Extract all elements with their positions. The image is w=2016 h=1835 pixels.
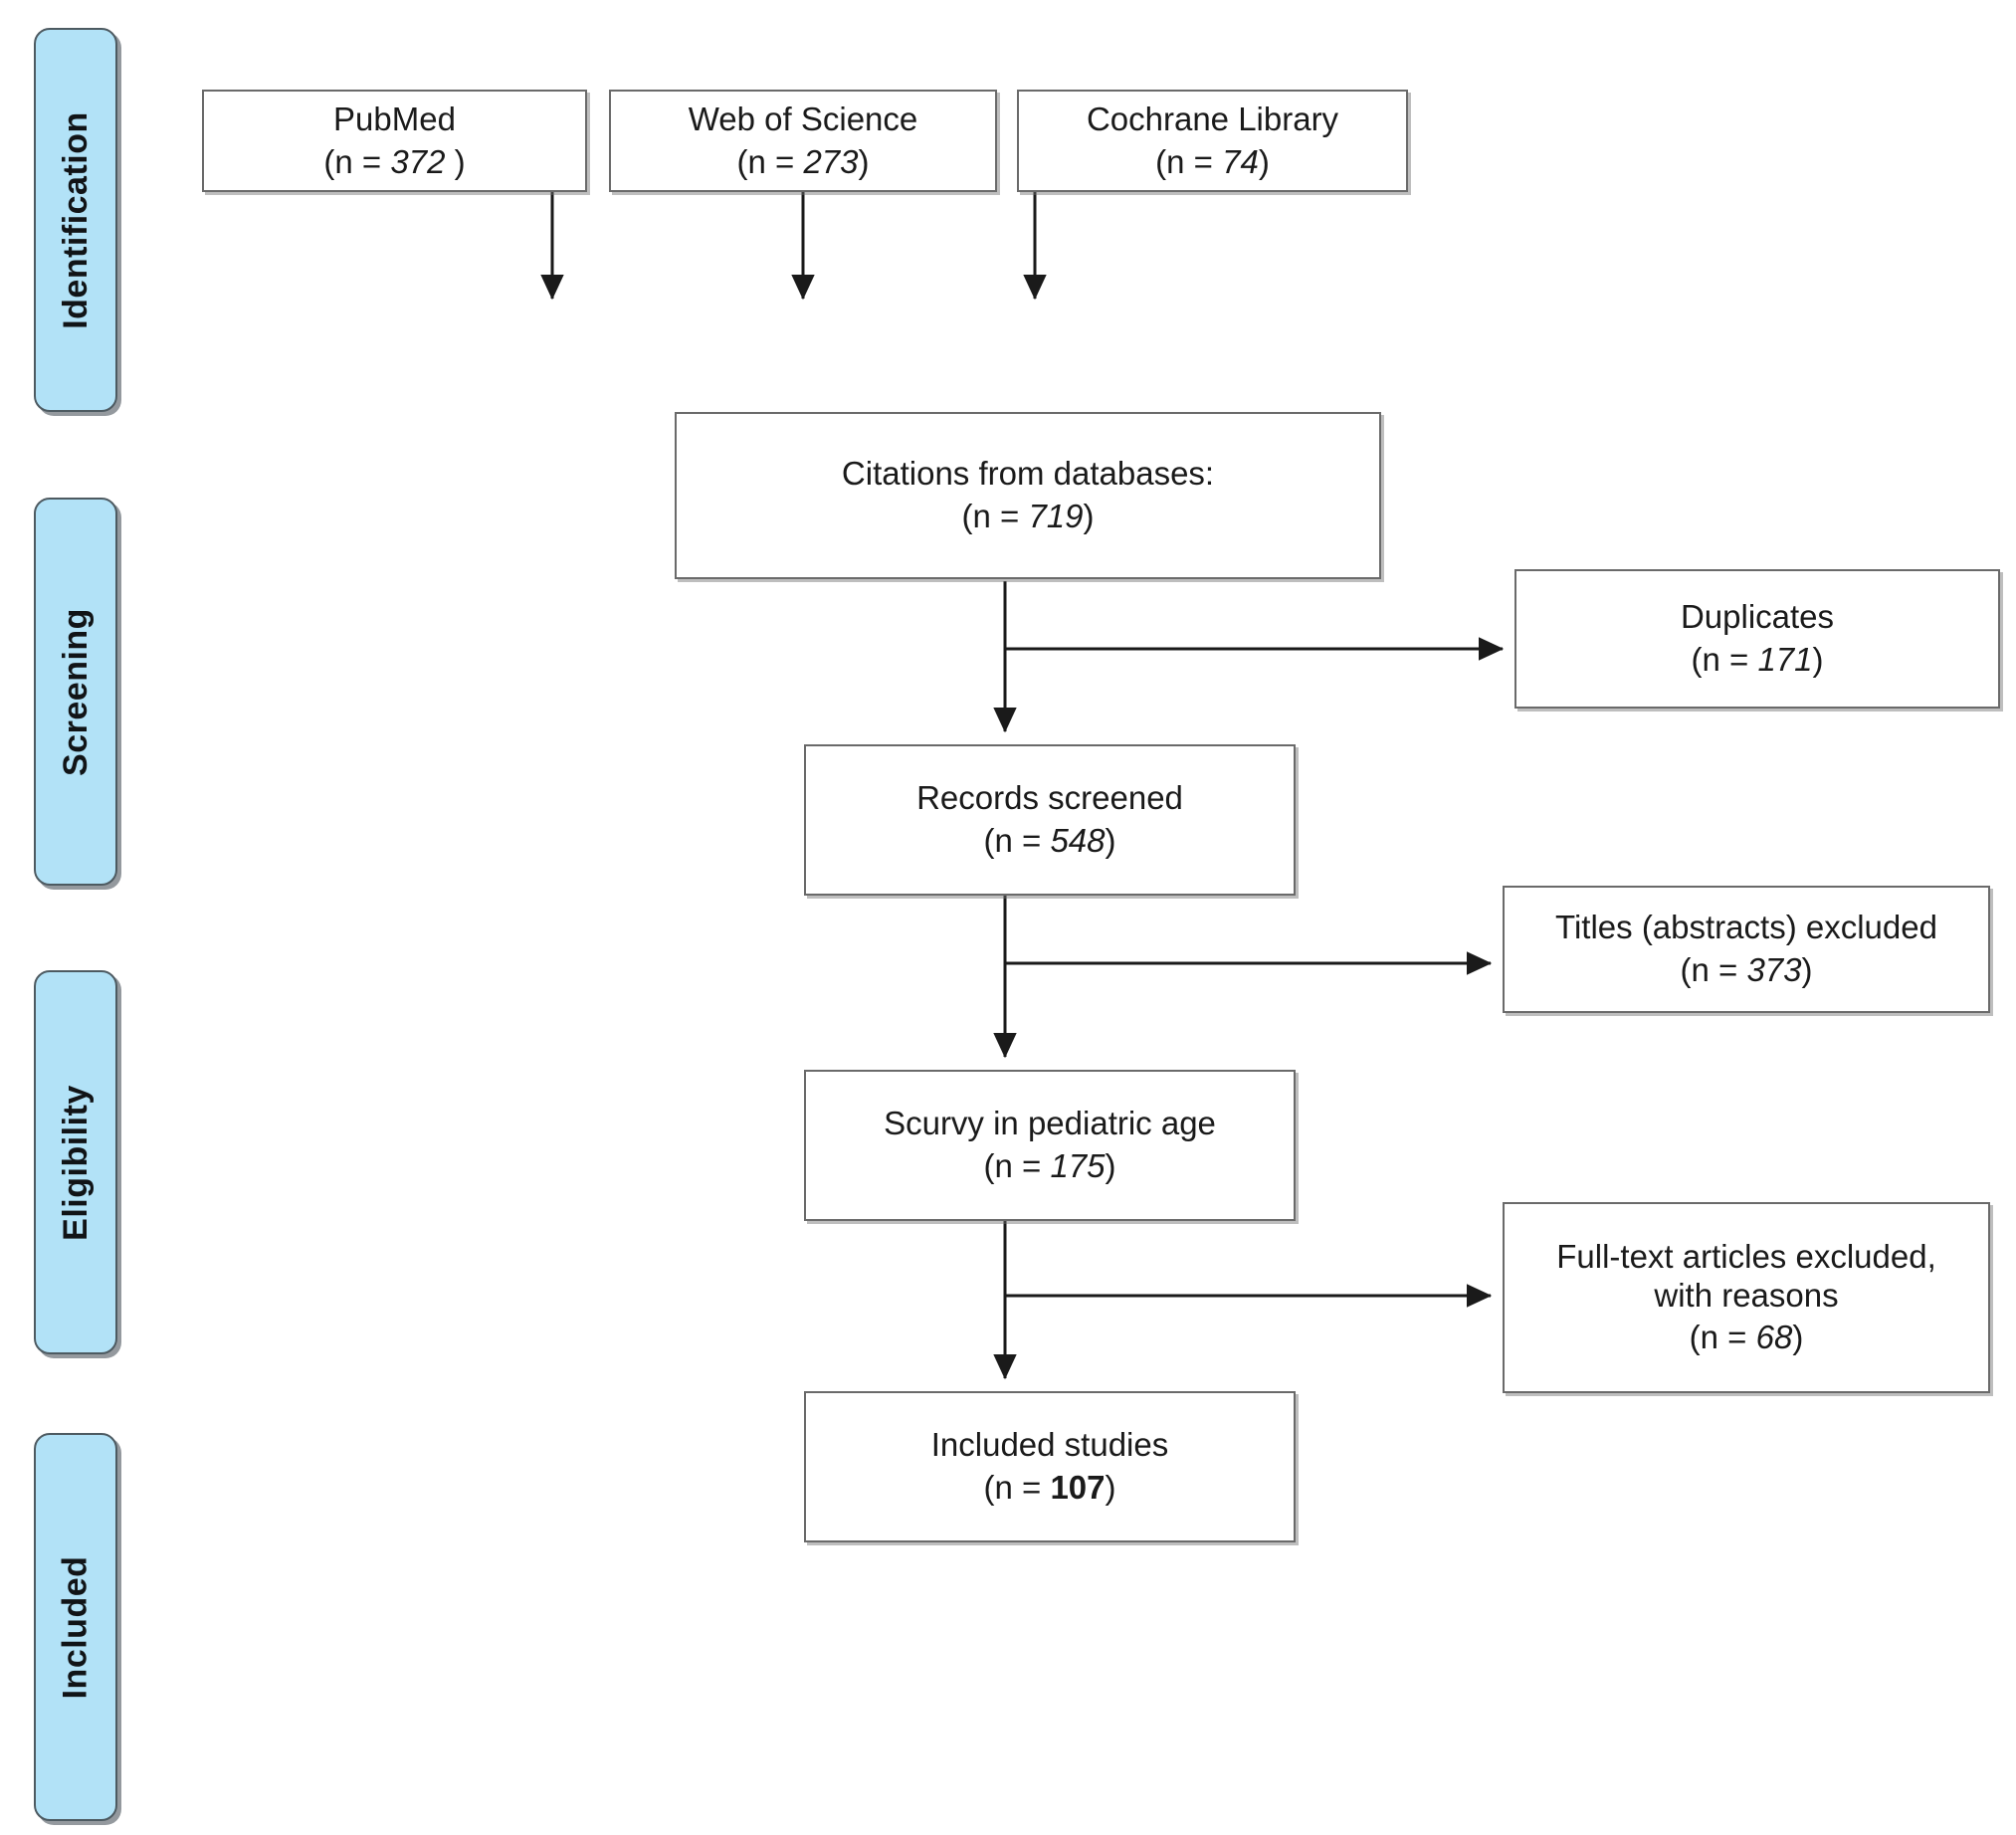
box-scurvy-title: Scurvy in pediatric age xyxy=(884,1105,1216,1142)
box-records-screened-title: Records screened xyxy=(916,779,1183,817)
box-cochrane-library-title: Cochrane Library xyxy=(1086,100,1339,137)
stage-pill-included: Included xyxy=(34,1433,117,1821)
count-value: 273 xyxy=(803,142,859,180)
count-value: 68 xyxy=(1755,1319,1793,1356)
count-suffix: ) xyxy=(1105,822,1116,859)
stage-label-included: Included xyxy=(56,1555,95,1699)
count-suffix: ) xyxy=(1258,142,1270,180)
count-prefix: (n = xyxy=(983,822,1051,859)
stage-pill-identification: Identification xyxy=(34,28,117,412)
box-citations-count: (n = 719) xyxy=(961,498,1094,536)
count-prefix: (n = xyxy=(983,1469,1051,1506)
count-suffix: ) xyxy=(858,142,870,180)
box-scurvy-in-pediatric-age: Scurvy in pediatric age (n = 175) xyxy=(804,1070,1296,1221)
count-prefix: (n = xyxy=(1691,641,1758,678)
box-included-studies-count: (n = 107) xyxy=(983,1469,1115,1508)
box-cochrane-library-count: (n = 74) xyxy=(1155,143,1270,182)
stage-pill-screening: Screening xyxy=(34,498,117,886)
box-cochrane-library: Cochrane Library (n = 74) xyxy=(1017,90,1408,192)
count-value: 107 xyxy=(1050,1469,1106,1506)
box-fulltext-excluded-title: Full-text articles excluded, with reason… xyxy=(1556,1237,1936,1314)
count-prefix: (n = xyxy=(1155,142,1223,180)
box-pubmed: PubMed (n = 372 ) xyxy=(202,90,587,192)
stage-label-screening: Screening xyxy=(56,607,95,776)
box-duplicates-title: Duplicates xyxy=(1680,598,1835,636)
box-duplicates: Duplicates (n = 171) xyxy=(1514,569,2000,709)
box-scurvy-count: (n = 175) xyxy=(983,1147,1115,1186)
box-included-studies-title: Included studies xyxy=(930,1426,1169,1464)
box-duplicates-count: (n = 171) xyxy=(1691,641,1823,680)
count-prefix: (n = xyxy=(323,142,391,180)
count-suffix: ) xyxy=(1083,498,1095,534)
stage-pill-eligibility: Eligibility xyxy=(34,970,117,1354)
count-prefix: (n = xyxy=(983,1147,1051,1184)
box-titles-excluded-title: Titles (abstracts) excluded xyxy=(1555,909,1937,946)
box-pubmed-count: (n = 372 ) xyxy=(323,143,465,182)
count-value: 171 xyxy=(1757,641,1813,678)
box-web-of-science-title: Web of Science xyxy=(688,100,918,137)
box-fulltext-articles-excluded: Full-text articles excluded, with reason… xyxy=(1503,1202,1990,1393)
count-prefix: (n = xyxy=(961,498,1029,534)
count-value: 548 xyxy=(1050,822,1106,859)
count-suffix: ) xyxy=(1801,951,1813,988)
count-prefix: (n = xyxy=(1680,951,1747,988)
count-value: 74 xyxy=(1222,142,1259,180)
box-web-of-science-count: (n = 273) xyxy=(736,143,869,182)
count-prefix: (n = xyxy=(1689,1319,1756,1356)
count-suffix: ) xyxy=(1792,1319,1804,1356)
box-citations-title: Citations from databases: xyxy=(841,455,1215,493)
box-records-screened: Records screened (n = 548) xyxy=(804,744,1296,896)
count-value: 175 xyxy=(1050,1147,1106,1184)
count-value: 719 xyxy=(1028,498,1084,534)
stage-label-eligibility: Eligibility xyxy=(56,1084,95,1241)
box-fulltext-excluded-count: (n = 68) xyxy=(1690,1319,1804,1357)
stage-label-identification: Identification xyxy=(56,110,95,329)
box-titles-excluded-count: (n = 373) xyxy=(1680,951,1812,990)
count-prefix: (n = xyxy=(736,142,804,180)
box-records-screened-count: (n = 548) xyxy=(983,822,1115,861)
count-suffix: ) xyxy=(1105,1147,1116,1184)
box-titles-abstracts-excluded: Titles (abstracts) excluded (n = 373) xyxy=(1503,886,1990,1013)
count-suffix: ) xyxy=(1812,641,1824,678)
box-included-studies: Included studies (n = 107) xyxy=(804,1391,1296,1542)
count-suffix: ) xyxy=(454,142,466,180)
count-value: 372 xyxy=(390,142,455,180)
box-pubmed-title: PubMed xyxy=(333,100,456,137)
count-suffix: ) xyxy=(1105,1469,1116,1506)
count-value: 373 xyxy=(1746,951,1802,988)
box-citations-from-databases: Citations from databases: (n = 719) xyxy=(675,412,1381,579)
box-web-of-science: Web of Science (n = 273) xyxy=(609,90,997,192)
